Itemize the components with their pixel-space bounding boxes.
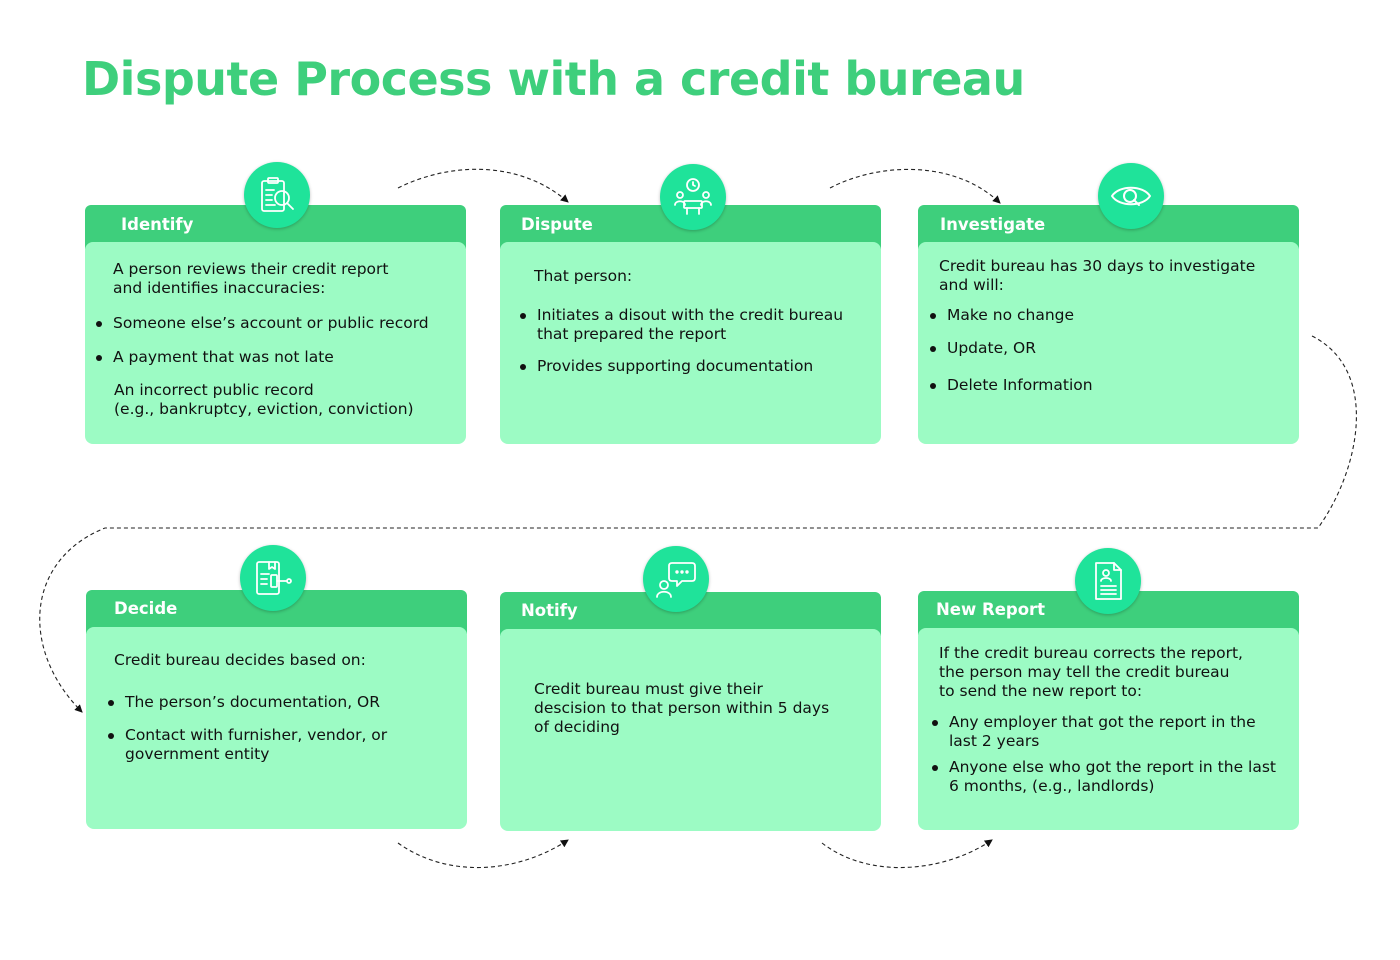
arrow-notify-to-newreport (821, 839, 993, 868)
step-bullet: Someone else’s account or public record (96, 314, 429, 332)
step-intro: That person: (534, 267, 633, 285)
arrow-identify-to-dispute (397, 168, 569, 203)
step-bullet: Make no change (929, 306, 1075, 324)
step-body: Credit bureau decides based on: The pers… (86, 627, 467, 829)
step-intro: Credit bureau must give their descision … (534, 680, 830, 736)
eye-magnifier-icon (1098, 163, 1164, 229)
step-intro: A person reviews their credit report and… (113, 260, 389, 297)
step-bullet: A payment that was not late (96, 348, 334, 366)
step-bullet: Contact with furnisher, vendor, or gover… (107, 726, 388, 763)
person-chat-icon (643, 546, 709, 612)
step-body: If the credit bureau corrects the report… (918, 628, 1299, 830)
step-bullet: Provides supporting documentation (519, 357, 814, 375)
step-intro: If the credit bureau corrects the report… (939, 644, 1243, 700)
step-body: That person: Initiates a disout with the… (500, 242, 881, 444)
page-title: Dispute Process with a credit bureau (82, 52, 1025, 106)
step-card-notify: Notify Credit bureau must give their des… (500, 592, 881, 831)
step-bullet: Anyone else who got the report in the la… (932, 758, 1276, 795)
step-body: Credit bureau has 30 days to investigate… (918, 242, 1299, 444)
step-label: Dispute (521, 215, 593, 234)
document-gavel-icon (240, 545, 306, 611)
step-bullet: Initiates a disout with the credit burea… (519, 306, 844, 343)
step-body: Credit bureau must give their descision … (500, 629, 881, 831)
step-intro: Credit bureau has 30 days to investigate… (939, 257, 1256, 294)
step-label: New Report (936, 600, 1046, 619)
step-body: A person reviews their credit report and… (85, 242, 466, 444)
step-card-investigate: Investigate Credit bureau has 30 days to… (918, 205, 1299, 444)
step-bullet: Update, OR (930, 339, 1036, 357)
step-label: Identify (121, 215, 194, 234)
step-label: Notify (521, 601, 578, 620)
step-card-decide: Decide Credit bureau decides based on: T… (86, 590, 467, 829)
step-note: An incorrect public record (e.g., bankru… (114, 381, 414, 418)
step-intro: Credit bureau decides based on: (114, 651, 366, 669)
step-card-new-report: New Report If the credit bureau corrects… (918, 591, 1299, 830)
report-magnifier-icon (244, 162, 310, 228)
step-bullet: Any employer that got the report in the … (932, 713, 1256, 750)
step-bullet: The person’s documentation, OR (107, 693, 381, 711)
meeting-clock-icon (660, 164, 726, 230)
step-label: Investigate (940, 215, 1046, 234)
step-header: Investigate (918, 205, 1299, 249)
step-card-dispute: Dispute That person: Initiates a disout … (500, 205, 881, 444)
arrow-decide-to-notify (397, 839, 569, 868)
step-bullet: Delete Information (930, 376, 1093, 394)
step-card-identify: Identify A person reviews their credit r… (85, 205, 466, 444)
arrow-dispute-to-investigate (829, 168, 1001, 204)
document-person-icon (1075, 548, 1141, 614)
step-label: Decide (114, 599, 178, 618)
